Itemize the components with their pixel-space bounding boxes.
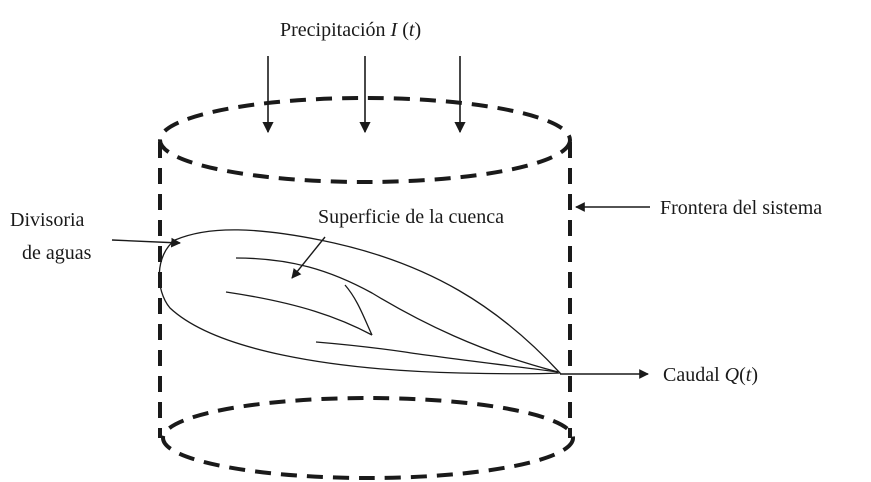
stream-lower [315,341,559,373]
caudal-label: Caudal Q(t) [663,364,758,386]
stream-tributary-2 [344,284,373,336]
system-boundary-cylinder [158,96,575,480]
divisoria-label-line2: de aguas [22,242,92,264]
precipitation-label: Precipitación I (t) [280,19,421,41]
catchment-surface [158,229,562,375]
stream-main [235,257,559,373]
frontera-label: Frontera del sistema [660,197,822,219]
divisoria-label-line1: Divisoria [10,209,85,231]
watershed-outline [158,229,562,375]
cylinder-bottom-ellipse [161,396,575,480]
divisoria-arrow [111,237,181,248]
superficie-arrow [291,236,326,279]
stream-tributary-1 [225,291,373,336]
cylinder-top-ellipse [158,96,572,184]
superficie-label: Superficie de la cuenca [318,206,504,228]
precipitation-arrows [262,56,466,134]
